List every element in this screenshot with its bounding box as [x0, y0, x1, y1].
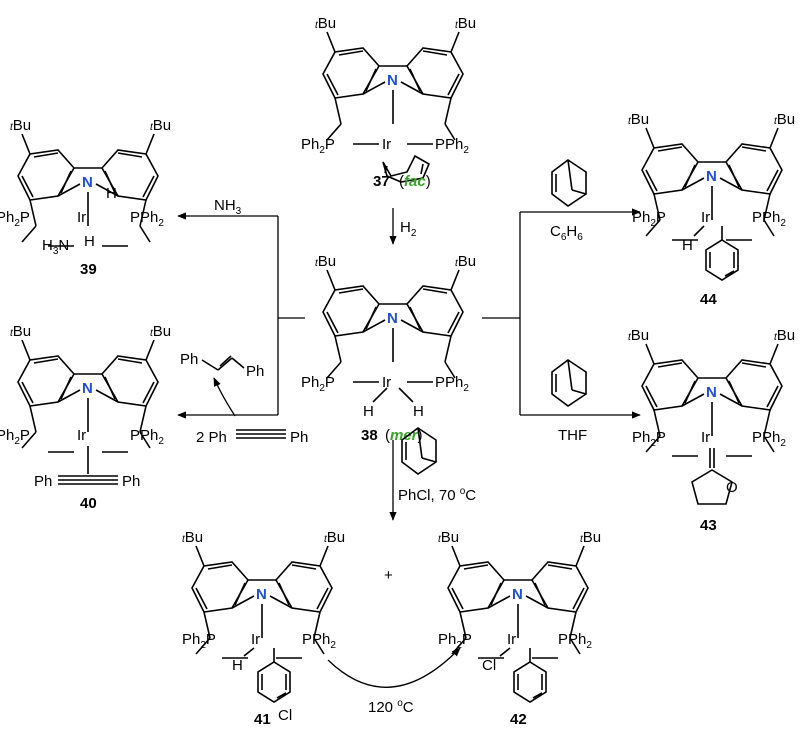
svg-text:H: H	[232, 657, 243, 674]
compound-41: tBu tBu N Ir Ph2P PPh2 H Cl 41	[182, 529, 345, 728]
svg-text:O: O	[726, 479, 738, 496]
svg-text:Ph: Ph	[290, 429, 308, 446]
compound-43: tBu tBu N Ir Ph2P PPh2 O 43	[628, 327, 795, 534]
svg-text:THF: THF	[558, 427, 587, 444]
svg-text:40: 40	[80, 495, 97, 512]
n-atom: N	[387, 72, 398, 89]
svg-text:Cl: Cl	[278, 707, 292, 724]
svg-text:Ph2P: Ph2P	[438, 631, 472, 651]
svg-text:44: 44	[700, 291, 717, 308]
svg-text:tBu: tBu	[774, 327, 795, 344]
svg-text:PPh2: PPh2	[435, 374, 469, 394]
svg-text:Cl: Cl	[482, 657, 496, 674]
svg-text:+: +	[384, 567, 393, 584]
svg-text:tBu: tBu	[10, 323, 31, 340]
svg-text:43: 43	[700, 517, 717, 534]
svg-text:41: 41	[254, 711, 271, 728]
svg-text:tBu: tBu	[628, 111, 649, 128]
svg-text:tBu: tBu	[10, 117, 31, 134]
svg-text:Ir: Ir	[382, 374, 391, 391]
svg-text:tBu: tBu	[455, 253, 476, 270]
svg-text:Ir: Ir	[77, 209, 86, 226]
svg-text:Ph: Ph	[122, 473, 140, 490]
svg-text:PPh2: PPh2	[752, 209, 786, 229]
stilbene-byproduct: Ph Ph	[180, 351, 264, 380]
svg-text:Ir: Ir	[507, 631, 516, 648]
svg-text:(mer): (mer)	[385, 427, 423, 444]
svg-text:H: H	[682, 237, 693, 254]
svg-text:PPh2: PPh2	[130, 209, 164, 229]
compound-39: tBu tBu N Ir Ph2P PPh2 H H H3N 39	[0, 117, 171, 278]
svg-text:H: H	[363, 403, 374, 420]
svg-text:120 oC: 120 oC	[368, 698, 414, 716]
svg-text:37: 37	[373, 173, 390, 190]
compound-37: tBu tBu N Ir Ph2P PPh2 37 (fac)	[301, 15, 476, 190]
svg-text:NH3: NH3	[214, 197, 242, 217]
compound-40: tBu tBu N Ir Ph2P PPh2 Ph Ph 40	[0, 323, 171, 512]
svg-text:Ph: Ph	[246, 363, 264, 380]
svg-text:Ir: Ir	[382, 136, 391, 153]
svg-text:Ph2P: Ph2P	[0, 427, 30, 447]
svg-text:tBu: tBu	[324, 529, 345, 546]
svg-text:N: N	[706, 384, 717, 401]
svg-text:Ir: Ir	[251, 631, 260, 648]
svg-text:38: 38	[361, 427, 378, 444]
diphenylacetylene-reagent: 2 Ph Ph	[196, 429, 308, 446]
svg-text:Ph2P: Ph2P	[301, 374, 335, 394]
svg-text:tBu: tBu	[150, 323, 171, 340]
svg-text:PPh2: PPh2	[558, 631, 592, 651]
svg-text:N: N	[82, 174, 93, 191]
svg-text:tBu: tBu	[438, 529, 459, 546]
svg-text:H3N: H3N	[42, 237, 69, 257]
svg-text:N: N	[82, 380, 93, 397]
svg-text:Ph: Ph	[34, 473, 52, 490]
svg-text:tBu: tBu	[182, 529, 203, 546]
svg-text:Ph2P: Ph2P	[632, 209, 666, 229]
svg-text:tBu: tBu	[150, 117, 171, 134]
compound-42: tBu tBu N Ir Ph2P PPh2 Cl 42	[438, 529, 601, 728]
svg-text:H: H	[84, 233, 95, 250]
compound-44: tBu tBu N Ir Ph2P PPh2 H 44	[628, 111, 795, 308]
svg-text:tBu: tBu	[628, 327, 649, 344]
svg-text:Ir: Ir	[77, 427, 86, 444]
svg-text:N: N	[256, 586, 267, 603]
svg-text:H: H	[106, 185, 117, 202]
svg-text:N: N	[706, 168, 717, 185]
svg-text:tBu: tBu	[315, 253, 336, 270]
svg-text:PPh2: PPh2	[130, 427, 164, 447]
svg-text:tBu: tBu	[580, 529, 601, 546]
svg-text:N: N	[387, 310, 398, 327]
svg-text:tBu: tBu	[774, 111, 795, 128]
svg-text:39: 39	[80, 261, 97, 278]
svg-text:42: 42	[510, 711, 527, 728]
svg-text:tBu: tBu	[315, 15, 336, 32]
svg-text:PPh2: PPh2	[435, 136, 469, 156]
svg-text:Ph2P: Ph2P	[301, 136, 335, 156]
svg-text:H2: H2	[400, 219, 417, 239]
svg-text:Ph2P: Ph2P	[632, 429, 666, 449]
svg-text:Ir: Ir	[701, 429, 710, 446]
svg-text:2 Ph: 2 Ph	[196, 429, 227, 446]
svg-text:N: N	[512, 586, 523, 603]
svg-text:C6H6: C6H6	[550, 223, 583, 243]
svg-text:PPh2: PPh2	[302, 631, 336, 651]
compound-38: tBu tBu N Ir Ph2P PPh2 H H 38 (mer)	[301, 253, 476, 444]
svg-text:(fac): (fac)	[399, 173, 431, 190]
svg-text:tBu: tBu	[455, 15, 476, 32]
svg-text:Ph: Ph	[180, 351, 198, 368]
svg-text:Ph2P: Ph2P	[0, 209, 30, 229]
svg-text:H: H	[413, 403, 424, 420]
svg-text:Ph2P: Ph2P	[182, 631, 216, 651]
svg-text:PhCl, 70 oC: PhCl, 70 oC	[398, 486, 476, 504]
svg-text:PPh2: PPh2	[752, 429, 786, 449]
svg-text:Ir: Ir	[701, 209, 710, 226]
